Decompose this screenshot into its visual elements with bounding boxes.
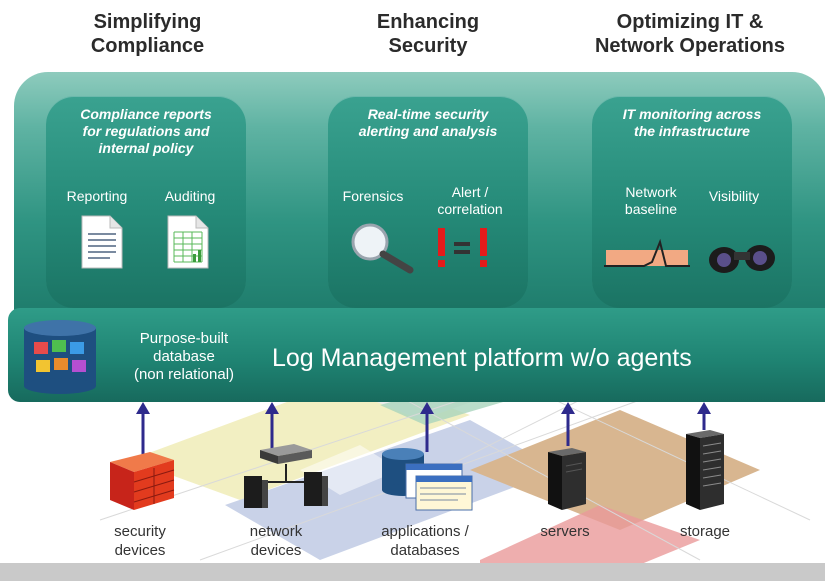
database-icon xyxy=(24,320,96,394)
header-compliance: Simplifying Compliance xyxy=(90,11,205,57)
panel-security: Real-time security alerting and analysis xyxy=(328,96,528,308)
upload-arrows xyxy=(136,402,711,458)
binoculars-icon xyxy=(709,245,775,273)
device-label-network: network devices xyxy=(249,523,303,559)
device-label-security: security devices xyxy=(114,523,166,559)
network-devices-icon xyxy=(244,444,328,508)
alert-equals-icon xyxy=(438,228,487,267)
device-label-applications: applications / databases xyxy=(381,523,469,559)
device-label-servers: servers xyxy=(540,523,590,540)
panel-compliance-subtitle: Compliance reports for regulations and i… xyxy=(80,106,212,156)
header-security: Enhancing Security xyxy=(376,11,480,57)
bottom-strip xyxy=(0,563,825,581)
network-baseline-label: Network baseline xyxy=(624,184,678,217)
panel-security-subtitle: Real-time security alerting and analysis xyxy=(358,106,498,139)
visibility-label: Visibility xyxy=(708,188,760,204)
forensics-label: Forensics xyxy=(342,188,404,204)
auditing-label: Auditing xyxy=(164,188,216,204)
server-icon xyxy=(548,448,586,510)
reporting-label: Reporting xyxy=(66,188,128,204)
spreadsheet-icon xyxy=(167,215,209,269)
applications-databases-icon xyxy=(382,448,473,511)
firewall-icon xyxy=(110,452,175,510)
panel-operations-subtitle: IT monitoring across the infrastructure xyxy=(622,106,762,139)
alert-correlation-label: Alert / correlation xyxy=(437,184,503,217)
panel-operations: IT monitoring across the infrastructure xyxy=(592,96,792,308)
magnifier-icon xyxy=(351,223,414,274)
log-management-platform-bar xyxy=(8,308,825,402)
header-operations: Optimizing IT & Network Operations xyxy=(594,11,786,57)
panel-compliance: Compliance reports for regulations and i… xyxy=(46,96,246,308)
platform-title: Log Management platform w/o agents xyxy=(272,344,692,372)
device-label-storage: storage xyxy=(679,523,731,540)
baseline-graph-icon xyxy=(604,238,690,267)
storage-icon xyxy=(686,430,724,510)
report-document-icon xyxy=(81,215,123,269)
database-label: Purpose-built database (non relational) xyxy=(133,330,235,383)
